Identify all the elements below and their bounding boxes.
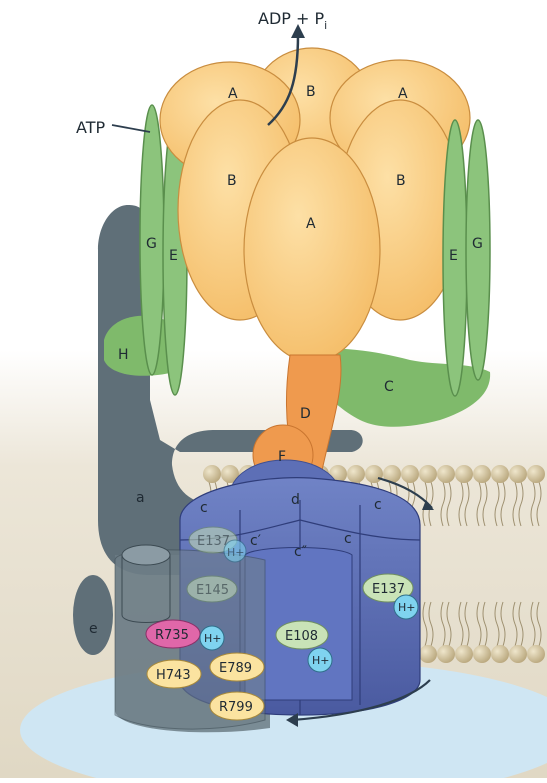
lipid-head-lower: [509, 645, 527, 663]
lipid-head-upper: [455, 465, 473, 483]
label-b-top: B: [306, 84, 316, 100]
lipid-head-upper: [473, 465, 491, 483]
a-subunit-channel: [122, 545, 170, 565]
label-e789: E789: [219, 661, 252, 676]
label-r799: R799: [219, 700, 253, 715]
label-e-right: E: [449, 248, 458, 264]
lipid-head-lower: [491, 645, 509, 663]
lipid-head-upper: [347, 465, 365, 483]
label-h: H: [118, 347, 129, 363]
e-subunit: [73, 575, 113, 655]
label-c-stator: C: [384, 379, 394, 395]
label-h743: H743: [156, 668, 191, 683]
label-a-subunit: a: [136, 490, 145, 506]
label-c-right: c: [374, 497, 382, 513]
label-g-right: G: [472, 236, 483, 252]
label-a-left: A: [228, 86, 238, 102]
lipid-head-lower: [473, 645, 491, 663]
label-g-left: G: [146, 236, 157, 252]
label-e108: E108: [285, 629, 318, 644]
label-e137-faded: E137: [197, 534, 230, 549]
label-f: F: [278, 449, 286, 465]
label-c-prime: c′: [250, 533, 261, 549]
lipid-head-upper: [401, 465, 419, 483]
lipid-head-upper: [491, 465, 509, 483]
label-e-left: E: [169, 248, 178, 264]
lipid-head-lower: [437, 645, 455, 663]
lipid-head-upper: [203, 465, 221, 483]
label-e137-right: E137: [372, 582, 405, 597]
lipid-head-upper: [509, 465, 527, 483]
lipid-head-upper: [437, 465, 455, 483]
label-b-right: B: [396, 173, 406, 189]
atp-label: ATP: [76, 118, 105, 137]
label-e-subunit: e: [89, 621, 98, 637]
label-a-right: A: [398, 86, 408, 102]
lipid-head-upper: [365, 465, 383, 483]
a-center-subunit: [244, 138, 380, 362]
label-c-right2: c: [344, 531, 352, 547]
lipid-head-lower: [455, 645, 473, 663]
label-e145-faded: E145: [196, 583, 229, 598]
lipid-head-upper: [419, 465, 437, 483]
proton-e108-label: H+: [312, 654, 330, 667]
label-c-left: c: [200, 500, 208, 516]
lipid-head-lower: [419, 645, 437, 663]
proton-e137-right-label: H+: [398, 601, 416, 614]
label-b-left: B: [227, 173, 237, 189]
label-d-small: d: [291, 492, 300, 508]
label-d-stalk: D: [300, 406, 311, 422]
proton-faded-label: H+: [227, 546, 245, 559]
label-a-center: A: [306, 216, 316, 232]
label-r735: R735: [155, 628, 189, 643]
lipid-head-lower: [527, 645, 545, 663]
lipid-head-upper: [527, 465, 545, 483]
label-c-double-prime: c″: [294, 544, 307, 560]
proton-r735-label: H+: [204, 632, 222, 645]
